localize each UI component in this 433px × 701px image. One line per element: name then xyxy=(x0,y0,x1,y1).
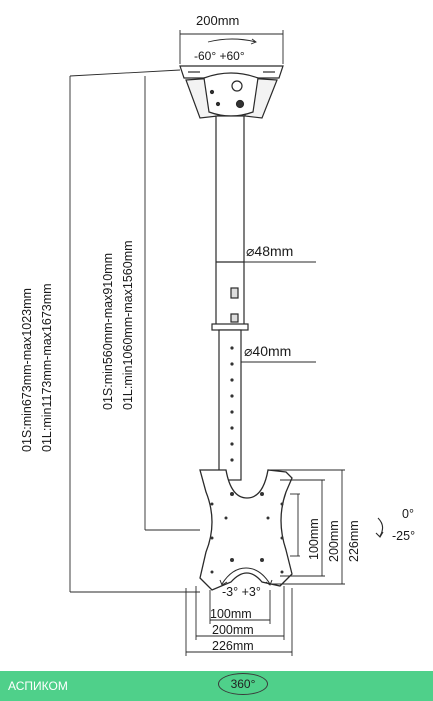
inner-pole-holes xyxy=(230,346,234,462)
outer-pole xyxy=(211,115,249,331)
rotation-badge: 360° xyxy=(218,673,268,695)
ceiling-plate xyxy=(179,65,284,79)
vesa-height-dimensions xyxy=(270,469,345,585)
vesa-width-dimensions xyxy=(185,586,293,656)
rotation-label: 360° xyxy=(230,677,256,691)
footer-brand: АСПИКОМ xyxy=(8,679,68,693)
vesa-width-226-label: 226mm xyxy=(212,639,254,653)
diameter-leaders xyxy=(241,261,316,363)
diameter-inner-label: ⌀40mm xyxy=(244,343,291,359)
top-width-label: 200mm xyxy=(196,13,239,28)
vesa-plate xyxy=(199,469,293,591)
tilt-side-top-label: 0° xyxy=(402,507,414,521)
vesa-plate-holes xyxy=(210,492,284,574)
swivel-label: -3° +3° xyxy=(222,585,261,599)
inner-pole xyxy=(218,329,242,481)
vesa-height-200-label: 200mm xyxy=(327,520,341,562)
vesa-height-100-label: 100mm xyxy=(307,518,321,560)
vesa-width-100-label: 100mm xyxy=(210,607,252,621)
top-width-dimension xyxy=(179,30,284,64)
footer-bar: АСПИКОМ 360° xyxy=(0,671,433,701)
vesa-width-200-label: 200mm xyxy=(212,623,254,637)
total-height-dimension xyxy=(69,69,200,593)
pole-height-dimension xyxy=(144,76,200,531)
pivot-head xyxy=(185,72,278,119)
tilt-top-label: -60° +60° xyxy=(194,49,245,63)
vesa-height-226-label: 226mm xyxy=(347,520,361,562)
diameter-outer-label: ⌀48mm xyxy=(246,243,293,259)
range-total-l-label: 01L:min1173mm-max1673mm xyxy=(40,283,54,452)
range-pole-s-label: 01S:min560mm-max910mm xyxy=(101,253,115,410)
range-total-s-label: 01S:min673mm-max1023mm xyxy=(20,288,34,452)
tilt-side-bottom-label: -25° xyxy=(392,529,415,543)
swivel-indicator xyxy=(219,567,273,586)
tilt-arc-icon xyxy=(375,517,384,538)
range-pole-l-label: 01L:min1060mm-max1560mm xyxy=(121,240,135,410)
